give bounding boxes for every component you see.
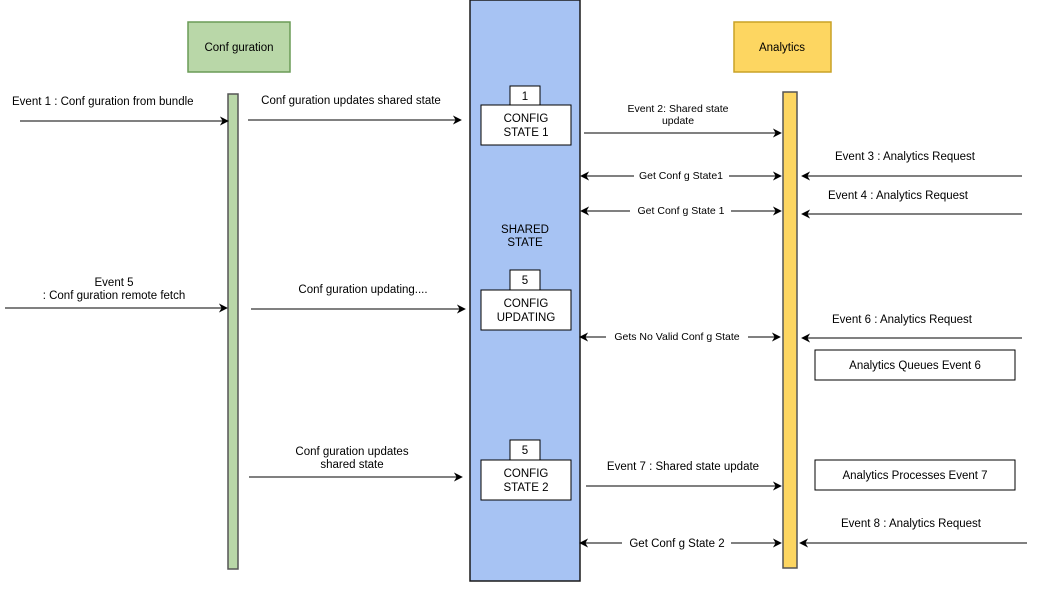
event5-label-line2: : Conf guration remote fetch [43, 290, 186, 302]
state-box-line2: UPDATING [497, 312, 556, 324]
state-box [480, 459, 572, 501]
event3-label: Event 3 : Analytics Request [835, 151, 976, 163]
analytics-processes-note: Analytics Processes Event 7 [842, 470, 987, 482]
event2-label-line2: update [662, 115, 694, 127]
state-box-line1: CONFIG [504, 113, 549, 125]
state-box-line1: CONFIG [504, 298, 549, 310]
analytics-header-label: Analytics [759, 42, 805, 54]
get-config-state2-label: Get Conf g State 2 [629, 538, 724, 550]
state-box-line1: CONFIG [504, 468, 549, 480]
configuration-header [187, 21, 291, 73]
shared-state-label-line1: SHARED [501, 224, 549, 236]
state-box [480, 289, 572, 331]
analytics-queues-note-box [814, 349, 1016, 381]
analytics-processes-note-box [814, 459, 1016, 491]
gets-no-valid-config-state-label: Gets No Valid Conf g State [614, 331, 739, 343]
analytics-queues-note: Analytics Queues Event 6 [849, 360, 981, 372]
config-updating-label: Conf guration updating.... [298, 284, 427, 296]
event2-label-line1: Event 2: Shared state [628, 103, 729, 115]
analytics-lifeline [782, 91, 798, 569]
event8-label: Event 8 : Analytics Request [841, 518, 982, 530]
state-tag: 1 [522, 91, 528, 103]
state-box-config-state-1: 1 CONFIG STATE 1 [480, 85, 572, 146]
state-box-config-updating: 5 CONFIG UPDATING [480, 269, 572, 331]
configuration-lifeline [227, 93, 239, 570]
shared-state-label-line2: STATE [507, 237, 543, 249]
state-tag: 5 [522, 445, 528, 457]
configuration-header-label: Conf guration [204, 42, 273, 54]
event1-label: Event 1 : Conf guration from bundle [12, 96, 194, 108]
state-box-line2: STATE 2 [504, 482, 549, 494]
event7-label: Event 7 : Shared state update [607, 461, 759, 473]
state-box-config-state-2: 5 CONFIG STATE 2 [480, 439, 572, 501]
config-updates-shared-state-label: Conf guration updates shared state [261, 95, 441, 107]
config-updates-shared-state-2-line1: Conf guration updates [295, 446, 408, 458]
get-config-state1-b-label: Get Conf g State 1 [638, 205, 725, 217]
state-box [480, 104, 572, 146]
event5-label-line1: Event 5 [95, 277, 134, 289]
state-tag: 5 [522, 275, 528, 287]
get-config-state1-a-label: Get Conf g State1 [639, 170, 723, 182]
event4-label: Event 4 : Analytics Request [828, 190, 969, 202]
analytics-header [733, 21, 832, 73]
event6-label: Event 6 : Analytics Request [832, 314, 973, 326]
config-updates-shared-state-2-line2: shared state [320, 459, 383, 471]
state-box-line2: STATE 1 [504, 127, 549, 139]
